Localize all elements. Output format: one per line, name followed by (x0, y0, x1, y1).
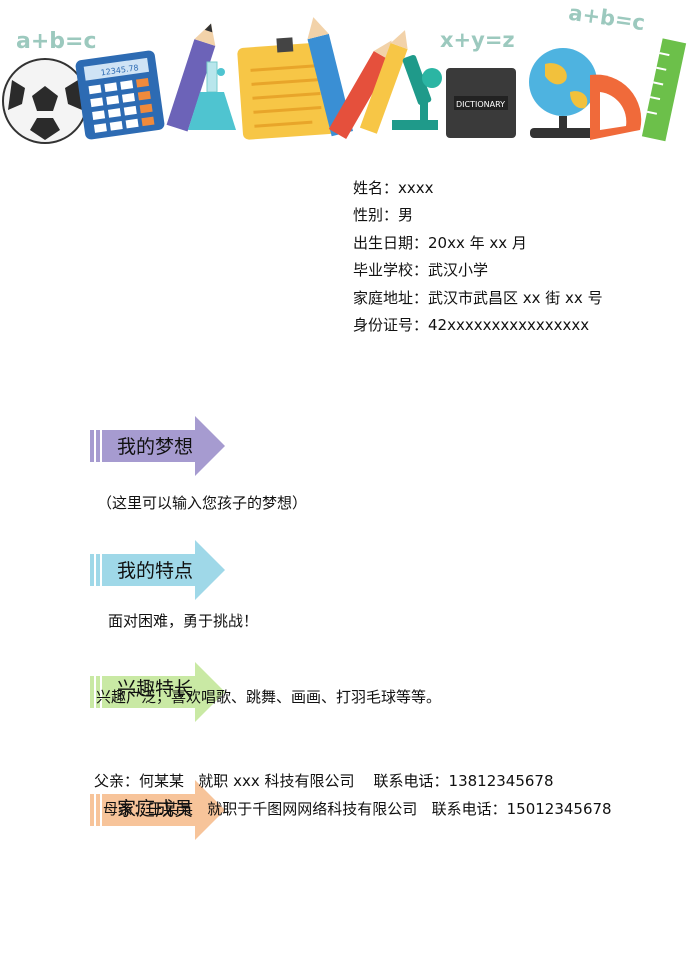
formula-left: a+b=c (16, 29, 97, 54)
section-title: 兴趣特长 (117, 678, 194, 700)
birthdate-field: 出生日期：20xx 年 xx 月 (353, 233, 527, 252)
ruler-icon (641, 38, 687, 142)
section-traits-header: 我的特点 (90, 540, 230, 600)
dream-text: （这里可以输入您孩子的梦想） (97, 494, 308, 512)
hobbies-text: 兴趣广泛，喜欢唱歌、跳舞、画画、打羽毛球等等。 (96, 688, 442, 706)
globe-icon (529, 48, 597, 138)
dictionary-book-icon: DICTIONARY (446, 68, 516, 138)
personal-info: 姓名：xxxx 性别：男 出生日期：20xx 年 xx 月 毕业学校：武汉小学 … (353, 175, 603, 339)
protractor-icon (590, 74, 642, 140)
section-title: 我的特点 (117, 560, 194, 582)
arrow-banner-icon (90, 416, 225, 476)
flask-icon (188, 61, 236, 130)
address-field: 家庭地址：武汉市武昌区 xx 街 xx 号 (353, 288, 603, 307)
section-dream-header: 我的梦想 (90, 416, 230, 476)
traits-text: 面对困难，勇于挑战！ (108, 612, 259, 630)
arrow-banner-icon (90, 780, 225, 840)
clipboard-icon (237, 37, 335, 140)
pencil-icon (166, 23, 216, 132)
section-hobbies-header: 兴趣特长 (90, 662, 230, 722)
mother-info: 母亲：王某某 就职于千图网网络科技有限公司 联系电话：15012345678 (103, 800, 612, 818)
section-family-header: 家庭成员 (90, 780, 230, 840)
school-field: 毕业学校：武汉小学 (353, 261, 489, 280)
formula-mid: x+y=z (440, 28, 515, 52)
name-field: 姓名：xxxx (353, 179, 434, 197)
section-title: 我的梦想 (117, 436, 194, 458)
soccer-ball-icon (2, 58, 88, 144)
father-info: 父亲：何某某 就职 xxx 科技有限公司 联系电话：13812345678 (94, 772, 554, 790)
yellow-pencil-icon (359, 30, 408, 134)
arrow-banner-icon (90, 662, 225, 722)
section-title: 家庭成员 (117, 798, 194, 820)
id-number-field: 身份证号：42xxxxxxxxxxxxxxxx (353, 316, 590, 335)
calculator-icon: 12345.78 (75, 50, 165, 140)
gender-field: 性别：男 (353, 206, 414, 225)
microscope-icon (392, 54, 442, 130)
header-banner: a+b=c x+y=z a+b=c 12345.78 (0, 0, 690, 145)
svg-text:DICTIONARY: DICTIONARY (456, 100, 505, 109)
arrow-banner-icon (90, 540, 225, 600)
